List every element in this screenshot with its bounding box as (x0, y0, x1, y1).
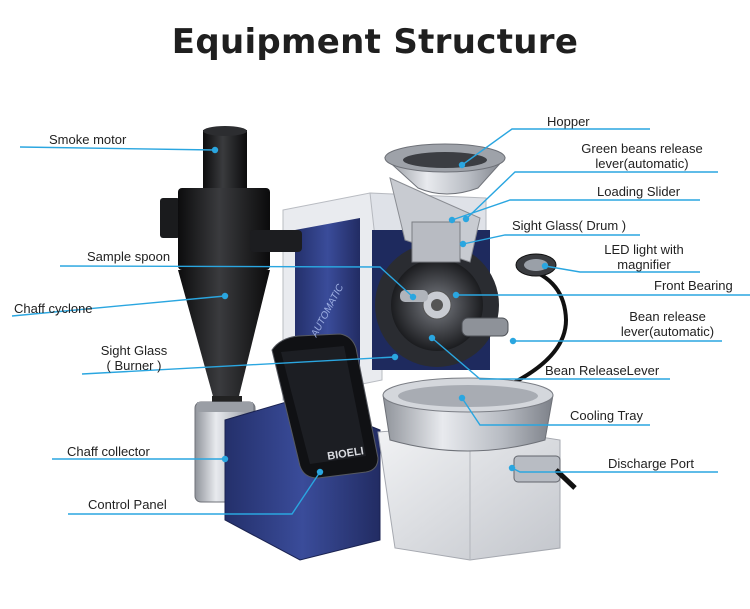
page-title: Equipment Structure (171, 22, 579, 62)
leader-chaff-cyclone (11, 295, 226, 317)
label-led-light: LED light with magnifier (584, 242, 704, 272)
label-led-light-line2: magnifier (617, 257, 671, 272)
label-bean-release: Bean release lever(automatic) (600, 309, 735, 339)
leader-green-beans (465, 171, 718, 220)
label-sight-glass-drum: Sight Glass( Drum ) (512, 218, 627, 233)
label-sight-glass-burner-line1: Sight Glass (100, 343, 168, 358)
label-chaff-collector: Chaff collector (67, 444, 150, 459)
leader-smoke-motor (19, 146, 216, 151)
label-bean-release-line2: lever(automatic) (620, 324, 715, 339)
label-bean-release-lever: Bean ReleaseLever (545, 363, 660, 378)
leader-control-panel (68, 471, 321, 515)
leader-sight-glass-burner (81, 356, 396, 375)
leader-bean-release-lever (431, 337, 670, 380)
leader-sample-spoon (59, 265, 414, 298)
leader-loading-slider (451, 199, 700, 221)
led-light-gooseneck (514, 253, 569, 384)
discharge-port (513, 455, 577, 490)
label-chaff-cyclone: Chaff cyclone (14, 301, 93, 316)
label-loading-slider: Loading Slider (597, 184, 681, 199)
label-smoke-motor: Smoke motor (49, 132, 127, 147)
label-sample-spoon: Sample spoon (87, 249, 171, 264)
leader-led-light (544, 265, 700, 273)
brand-mark: BIOELI (326, 445, 364, 463)
label-led-light-line1: LED light with (604, 242, 684, 257)
hopper-assembly (384, 143, 506, 263)
leader-hopper (461, 128, 650, 166)
label-green-beans-release-line2: lever(automatic) (595, 156, 689, 171)
label-sight-glass-burner: Sight Glass ( Burner ) (88, 343, 180, 373)
label-cooling-tray: Cooling Tray (570, 408, 643, 423)
label-hopper: Hopper (547, 114, 590, 129)
label-control-panel: Control Panel (88, 497, 167, 512)
label-front-bearing: Front Bearing (654, 278, 733, 293)
label-discharge-port: Discharge Port (608, 456, 694, 471)
label-sight-glass-burner-line2: ( Burner ) (106, 358, 162, 373)
cooling-tray (382, 377, 554, 452)
control-panel (271, 333, 379, 479)
chaff-cyclone (160, 126, 302, 410)
leader-sight-glass-drum (462, 234, 640, 245)
leader-cooling-tray (461, 397, 650, 426)
label-green-beans-release-line1: Green beans release (581, 141, 703, 156)
label-green-beans-release: Green beans release lever(automatic) (567, 141, 717, 171)
label-bean-release-line1: Bean release (629, 309, 706, 324)
drum-front (375, 243, 509, 367)
